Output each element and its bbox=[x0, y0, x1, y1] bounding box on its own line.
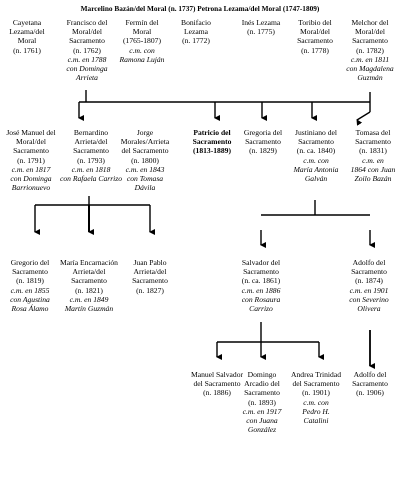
person-bonifacio: Bonifacio Lezama (n. 1772) bbox=[172, 18, 220, 46]
person-life: (n. 1782) bbox=[356, 45, 384, 55]
person-juan-pablo: Juan Pablo Arrieta/del Sacramento (n. 18… bbox=[122, 258, 178, 295]
person-life: (n. ca. 1840) bbox=[296, 146, 336, 156]
person-name: Inés Lezama bbox=[241, 18, 281, 27]
person-life: (n. ca. 1861) bbox=[241, 276, 281, 286]
root-couple-title: Marcelino Bazán/del Moral (n. 1737) Petr… bbox=[80, 4, 320, 13]
person-ines: Inés Lezama (n. 1775) bbox=[236, 18, 286, 36]
person-francisco: Francisco del Moral/del Sacramento (n. 1… bbox=[56, 18, 118, 82]
person-life: (n. 1886) bbox=[203, 388, 231, 398]
person-name: Adolfo del Sacramento bbox=[351, 258, 387, 277]
person-life: (n. 1827) bbox=[136, 285, 164, 295]
person-life: (n. 1791) bbox=[17, 155, 45, 165]
person-life: (n. 1906) bbox=[356, 388, 384, 398]
person-maria-encarnacion: María Encarnación Arrieta/del Sacramento… bbox=[58, 258, 120, 313]
person-name: Toribio del Moral/del Sacramento bbox=[297, 18, 333, 46]
person-adolfo-junior: Adolfo del Sacramento (n. 1906) bbox=[342, 370, 398, 398]
person-justiniano: Justiniano del Sacramento (n. ca. 1840) … bbox=[288, 128, 344, 183]
person-name: María Encarnación Arrieta/del Sacramento bbox=[60, 258, 118, 286]
person-life: (n. 1829) bbox=[249, 146, 277, 156]
person-life: (1813-1889) bbox=[193, 146, 231, 156]
person-toribio: Toribio del Moral/del Sacramento (n. 177… bbox=[290, 18, 340, 55]
person-jorge: Jorge Morales/Arrieta del Sacramento (n.… bbox=[120, 128, 170, 192]
person-life: (n. 1800) bbox=[131, 155, 159, 165]
person-gregoria: Gregoria del Sacramento (n. 1829) bbox=[240, 128, 286, 156]
person-name: Bernardino Arrieta/del Sacramento bbox=[73, 128, 109, 156]
person-domingo-arcadio: Domingo Arcadio del Sacramento (n. 1893)… bbox=[236, 370, 288, 434]
person-life: (n. 1762) bbox=[73, 45, 101, 55]
person-life: (n. 1778) bbox=[301, 45, 329, 55]
person-life: (n. 1831) bbox=[359, 146, 387, 156]
person-name: Domingo Arcadio del Sacramento bbox=[244, 370, 280, 398]
person-name: Patricio del Sacramento bbox=[192, 128, 232, 147]
person-life: (n. 1819) bbox=[16, 276, 44, 286]
person-patricio: Patricio del Sacramento (1813-1889) bbox=[180, 128, 244, 156]
person-name: Manuel Salvador del Sacramento bbox=[190, 370, 244, 389]
person-name: Juan Pablo Arrieta/del Sacramento bbox=[132, 258, 168, 286]
person-name: Francisco del Moral/del Sacramento bbox=[66, 18, 108, 46]
person-name: Gregoria del Sacramento bbox=[243, 128, 283, 147]
person-life: (n. 1821) bbox=[75, 285, 103, 295]
person-jose-manuel: José Manuel del Moral/del Sacramento (n.… bbox=[0, 128, 62, 192]
person-andrea-trinidad: Andrea Trinidad del Sacramento (n. 1901)… bbox=[290, 370, 342, 425]
person-name: Justiniano del Sacramento bbox=[295, 128, 337, 147]
person-life: (n. 1901) bbox=[302, 388, 330, 398]
person-name: Tomasa del Sacramento bbox=[355, 128, 391, 147]
person-name: Jorge Morales/Arrieta del Sacramento bbox=[120, 128, 170, 156]
person-name: Bonifacio Lezama bbox=[181, 18, 211, 37]
person-cayetana: Cayetana Lezama/del Moral (n. 1761) bbox=[2, 18, 52, 55]
person-life: (n. 1772) bbox=[182, 36, 210, 46]
person-gregorio: Gregorio del Sacramento (n. 1819) c.m. e… bbox=[4, 258, 56, 313]
person-life: (n. 1775) bbox=[247, 27, 275, 37]
person-name: Cayetana Lezama/del Moral bbox=[9, 18, 45, 46]
person-name: Adolfo del Sacramento bbox=[352, 370, 388, 389]
person-name: Gregorio del Sacramento bbox=[10, 258, 50, 277]
person-name: Fermín del Moral bbox=[125, 18, 159, 37]
melchor-to-tomasa-arrow bbox=[356, 111, 371, 126]
person-life: (1765-1807) bbox=[123, 36, 161, 46]
person-life: (n. 1793) bbox=[77, 155, 105, 165]
person-salvador: Salvador del Sacramento (n. ca. 1861) c.… bbox=[232, 258, 290, 313]
person-adolfo: Adolfo del Sacramento (n. 1874) c.m. en … bbox=[340, 258, 398, 313]
person-melchor: Melchor del Moral/del Sacramento (n. 178… bbox=[341, 18, 399, 82]
person-manuel-salvador: Manuel Salvador del Sacramento (n. 1886) bbox=[190, 370, 244, 398]
person-name: Andrea Trinidad del Sacramento bbox=[291, 370, 341, 389]
person-bernardino: Bernardino Arrieta/del Sacramento (n. 17… bbox=[60, 128, 122, 183]
person-life: (n. 1874) bbox=[355, 276, 383, 286]
person-name: José Manuel del Moral/del Sacramento bbox=[6, 128, 56, 156]
person-life: (n. 1761) bbox=[13, 45, 41, 55]
person-life: (n. 1893) bbox=[248, 397, 276, 407]
person-name: Melchor del Moral/del Sacramento bbox=[351, 18, 389, 46]
person-name: Salvador del Sacramento bbox=[241, 258, 281, 277]
